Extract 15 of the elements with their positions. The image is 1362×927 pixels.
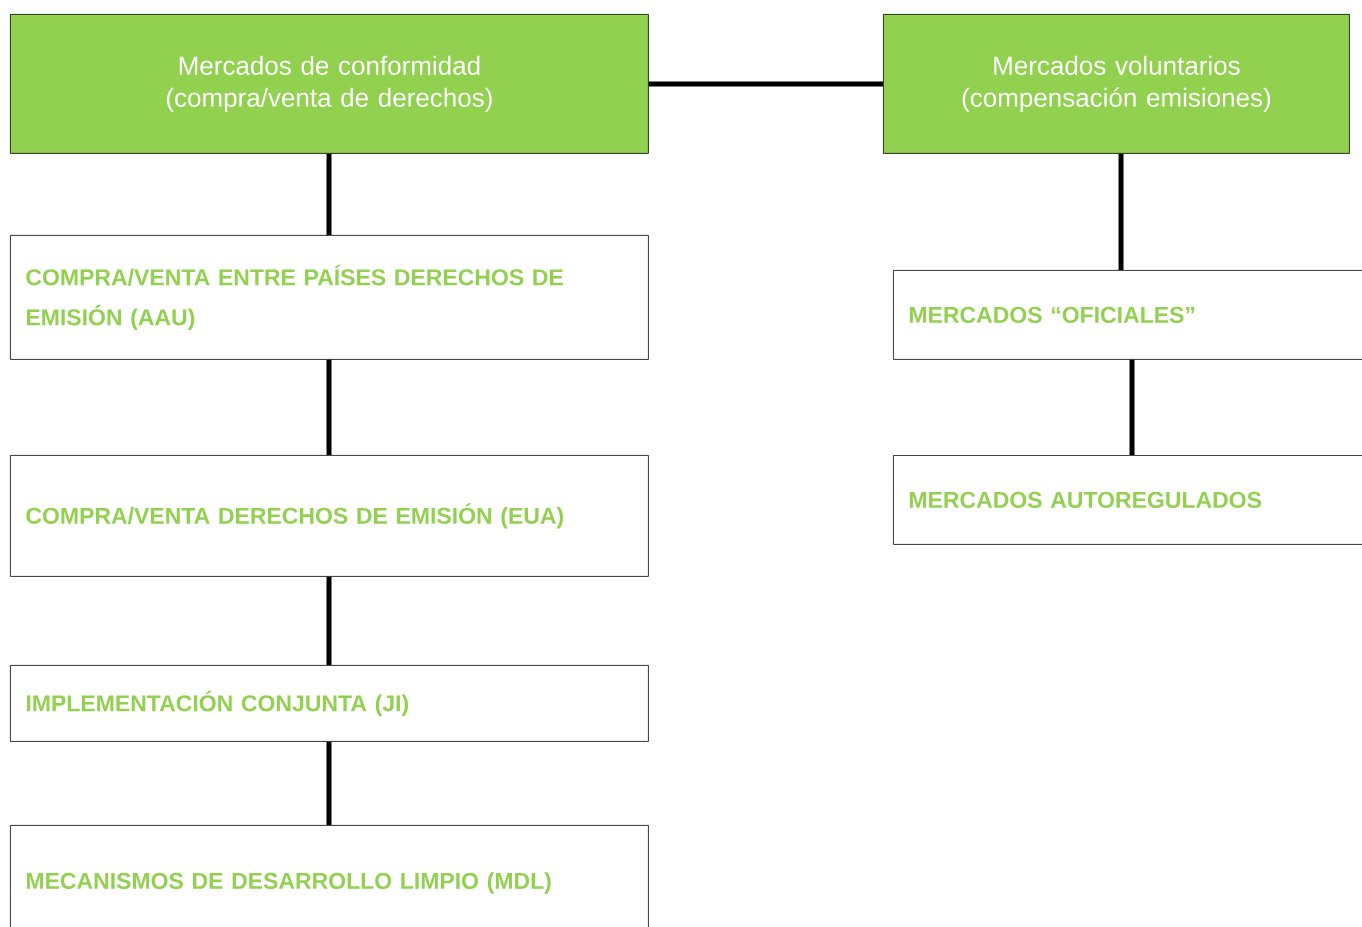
market-box: COMPRA/VENTA DERECHOS DE EMISIÓN (EUA) (10, 455, 649, 577)
connector-line (648, 81, 883, 87)
market-box: IMPLEMENTACIÓN CONJUNTA (JI) (10, 665, 649, 742)
connector-line (1129, 359, 1135, 455)
market-box: MERCADOS “OFICIALES” (893, 270, 1362, 360)
connector-line (326, 576, 332, 665)
connector-line (326, 153, 332, 235)
market-box: MECANISMOS DE DESARROLLO LIMPIO (MDL) (10, 825, 649, 927)
market-box: MERCADOS AUTOREGULADOS (893, 455, 1362, 545)
category-box: Mercados de conformidad (compra/venta de derechos) (10, 14, 649, 154)
connector-line (1118, 153, 1124, 270)
connector-line (326, 359, 332, 455)
connector-line (326, 741, 332, 825)
market-box: COMPRA/VENTA ENTRE PAÍSES DERECHOS DE EMISIÓN (AAU) (10, 235, 649, 360)
category-box: Mercados voluntarios (compensación emisiones) (883, 14, 1350, 154)
